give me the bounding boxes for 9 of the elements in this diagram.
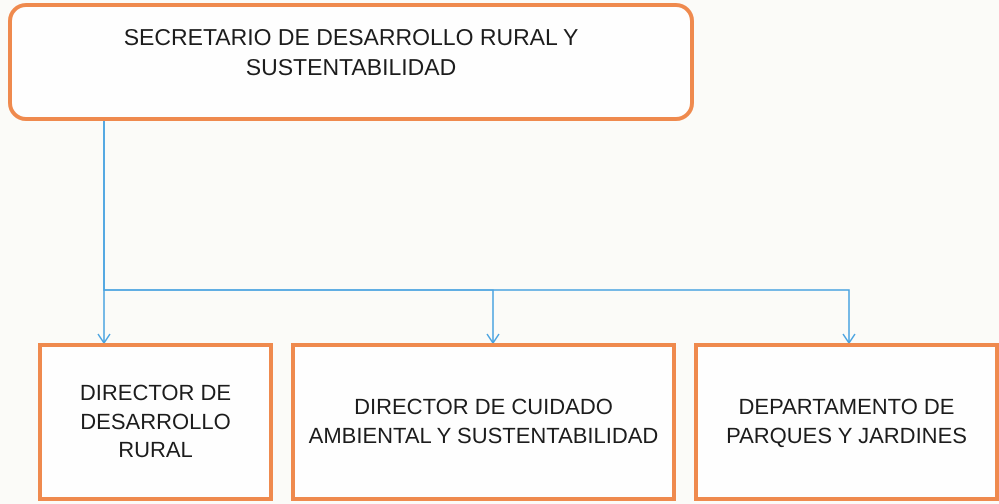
connector-arrow [103, 121, 856, 344]
department-box [38, 343, 273, 501]
box-label: DEPARTAMENTO DE PARQUES Y JARDINES [725, 393, 968, 450]
box-label: SECRETARIO DE DESARROLLO RURAL Y SUSTENTABILIDAD [122, 23, 580, 82]
box-label: DIRECTOR DE DESARROLLO RURAL [78, 379, 232, 464]
department-box [291, 343, 676, 501]
title-box [8, 3, 694, 121]
box-label: DIRECTOR DE CUIDADO AMBIENTAL Y SUSTENTABILIDAD [308, 393, 660, 450]
department-box [694, 343, 999, 501]
